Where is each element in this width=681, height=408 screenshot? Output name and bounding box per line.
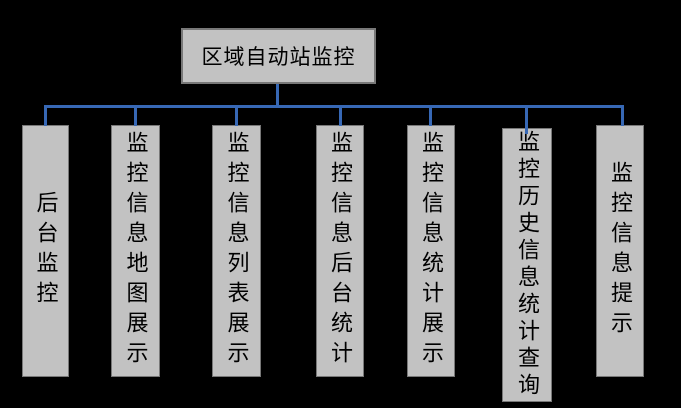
connector-stub-monitoring-info-map-display [134, 105, 137, 126]
node-backend-monitoring: 后台监控 [22, 125, 69, 377]
root-node-label: 区域自动站监控 [201, 45, 356, 69]
connector-stub-monitoring-info-prompt [621, 105, 624, 126]
connector-root-stem [276, 84, 279, 107]
node-regional-auto-station-monitoring: 区域自动站监控 [181, 28, 376, 84]
node-monitoring-info-backend-stats: 监控信息后台统计 [316, 125, 364, 377]
node-monitoring-info-prompt: 监控信息提示 [596, 125, 644, 377]
connector-stub-monitoring-info-stats-display [429, 105, 432, 126]
connector-stub-monitoring-info-backend-stats [339, 105, 342, 126]
node-monitoring-info-list-display: 监控信息列表展示 [212, 125, 261, 377]
connector-trunk-line [44, 105, 624, 108]
connector-stub-monitoring-history-stats-query [525, 105, 528, 134]
node-monitoring-info-stats-display: 监控信息统计展示 [407, 125, 455, 377]
connector-stub-monitoring-info-list-display [235, 105, 238, 126]
connector-stub-backend-monitoring [44, 105, 47, 126]
node-monitoring-history-stats-query: 监控历史信息统计查询 [502, 128, 552, 402]
node-monitoring-info-map-display: 监控信息地图展示 [111, 125, 160, 377]
